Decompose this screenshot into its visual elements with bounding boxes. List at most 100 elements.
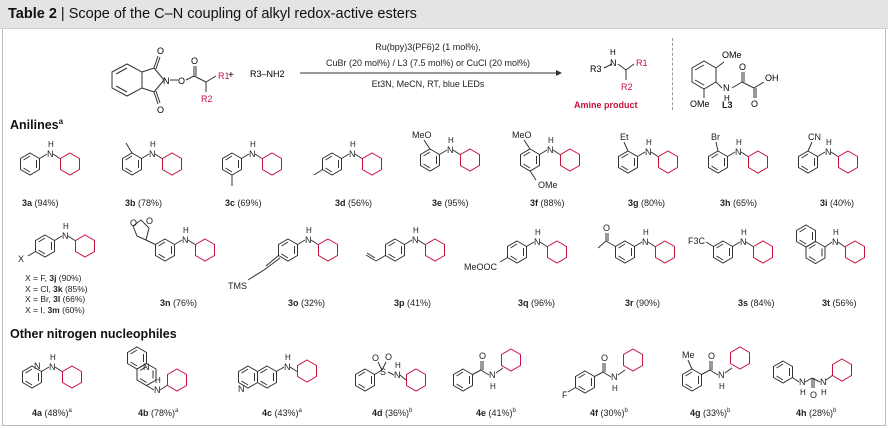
ester-o-bottom: O <box>157 105 164 115</box>
atom-s-4d: S <box>380 367 386 377</box>
sub-3h: Br <box>711 132 720 142</box>
atom-h-3g: H <box>646 138 652 147</box>
yield-4c: (43%) <box>274 408 299 418</box>
molecule-3c <box>222 152 282 186</box>
molecule-3i <box>798 141 858 174</box>
label-3g: 3g (80%) <box>628 198 665 208</box>
atom-h-4b: H <box>155 376 161 385</box>
code-3p: 3p <box>394 298 405 308</box>
code-3g: 3g <box>628 198 639 208</box>
ligand-label: L3 <box>722 100 733 110</box>
molecule-4c <box>238 359 317 389</box>
halogen-item: X = Br, 3l (66%) <box>25 294 86 304</box>
label-3h: 3h (65%) <box>720 198 757 208</box>
note-4b: a <box>175 408 179 414</box>
molecule-4h <box>773 358 852 388</box>
sub-3f-bottom: OMe <box>538 180 558 190</box>
atom-o-4e: O <box>479 351 486 361</box>
molecule-3n <box>132 219 215 262</box>
sub-3r: O <box>603 223 610 233</box>
code-4d: 4d <box>372 408 383 418</box>
atom-n-4b: N <box>154 385 161 395</box>
atom-h-3h: H <box>736 138 742 147</box>
ester-o-link: O <box>178 76 185 86</box>
conditions-line-2: CuBr (20 mol%) / L3 (7.5 mol%) or CuCl (… <box>325 58 531 68</box>
sub-3f-top: MeO <box>512 130 532 140</box>
ligand-n: N <box>723 83 730 93</box>
section-anilines: Anilinesa <box>10 117 63 132</box>
molecule-3d <box>313 152 382 176</box>
molecule-3b <box>122 142 182 176</box>
molecule-3f <box>520 139 580 181</box>
atom-n-4e: N <box>489 370 496 380</box>
yield-3p: (41%) <box>407 298 432 308</box>
molecule-3q <box>499 240 567 264</box>
atom-h-4a: H <box>50 353 56 362</box>
yield-3h: (65%) <box>733 198 758 208</box>
ligand-ome-top: OMe <box>722 50 742 60</box>
label-3c: 3c (69%) <box>225 198 262 208</box>
atom-h-3a: H <box>48 140 54 149</box>
note-4d: b <box>409 408 413 414</box>
code-3o: 3o <box>288 298 299 308</box>
atom-f-4f: F <box>562 390 568 400</box>
code-3n: 3n <box>160 298 171 308</box>
atom-n-3i: N <box>825 147 832 157</box>
molecule-3j-3m <box>27 234 95 258</box>
sub-3q: MeOOC <box>464 262 498 272</box>
ester-o-carbonyl: O <box>191 56 198 66</box>
ligand-h: H <box>724 94 730 103</box>
atom-n-4a: N <box>49 362 56 372</box>
product-h: H <box>610 48 616 57</box>
yield-4g: (33%) <box>703 408 728 418</box>
atom-h-3c: H <box>250 140 256 149</box>
atom-n-4f: N <box>611 372 618 382</box>
molecule-3s <box>705 240 773 264</box>
code-3e: 3e <box>432 198 443 208</box>
code-3t: 3t <box>822 298 831 308</box>
label-4d: 4d (36%)b <box>372 408 412 418</box>
atom-n-4d: N <box>394 370 401 380</box>
product-r1: R1 <box>636 58 648 68</box>
atom-n-3c: N <box>249 149 256 159</box>
sub-3g: Et <box>620 132 629 142</box>
atom-n-3n: N <box>182 235 189 245</box>
sub-x: X <box>18 254 24 264</box>
note-4g: b <box>727 408 731 414</box>
plus-sign: + <box>228 70 234 81</box>
halogen-list: X = F, 3j (90%) X = Cl, 3k (85%) X = Br,… <box>25 273 88 315</box>
label-3o: 3o (32%) <box>288 298 325 308</box>
code-3b: 3b <box>125 198 136 208</box>
label-3b: 3b (78%) <box>125 198 162 208</box>
product-r3: R3 <box>590 64 602 74</box>
atom-n-3h: N <box>735 147 742 157</box>
atom-n-4b-ring: N <box>143 362 150 372</box>
yield-4f: (30%) <box>600 408 625 418</box>
atom-n-3d: N <box>349 149 356 159</box>
label-4f: 4f (30%)b <box>590 408 628 418</box>
atom-n-3o: N <box>305 235 312 245</box>
atom-h-4h-a: H <box>800 388 806 397</box>
sub-3e: MeO <box>412 130 432 140</box>
conditions-line-3: Et3N, MeCN, RT, blue LEDs <box>371 79 485 89</box>
section-other-nucleophiles: Other nitrogen nucleophiles <box>10 327 177 341</box>
table-caption: Scope of the C–N coupling of alkyl redox… <box>68 6 417 22</box>
ester-r1: R1 <box>218 71 230 81</box>
yield-3a: (94%) <box>34 198 59 208</box>
scheme-divider <box>672 38 673 110</box>
atom-h-4e: H <box>490 382 496 391</box>
molecule-3o <box>247 238 338 281</box>
atom-h-4c: H <box>285 353 291 362</box>
yield-3b: (78%) <box>138 198 163 208</box>
label-4e: 4e (41%)b <box>476 408 516 418</box>
molecule-3t <box>796 224 865 264</box>
atom-n-3p: N <box>412 235 419 245</box>
section-anilines-sup: a <box>58 117 64 126</box>
sub-3s: F3C <box>688 236 706 246</box>
ester-n-label: N <box>163 76 170 86</box>
molecule-4e <box>453 348 521 392</box>
atom-o-4f: O <box>601 353 608 363</box>
code-4g: 4g <box>690 408 701 418</box>
molecule-4d <box>355 361 426 392</box>
table-frame <box>2 29 886 426</box>
